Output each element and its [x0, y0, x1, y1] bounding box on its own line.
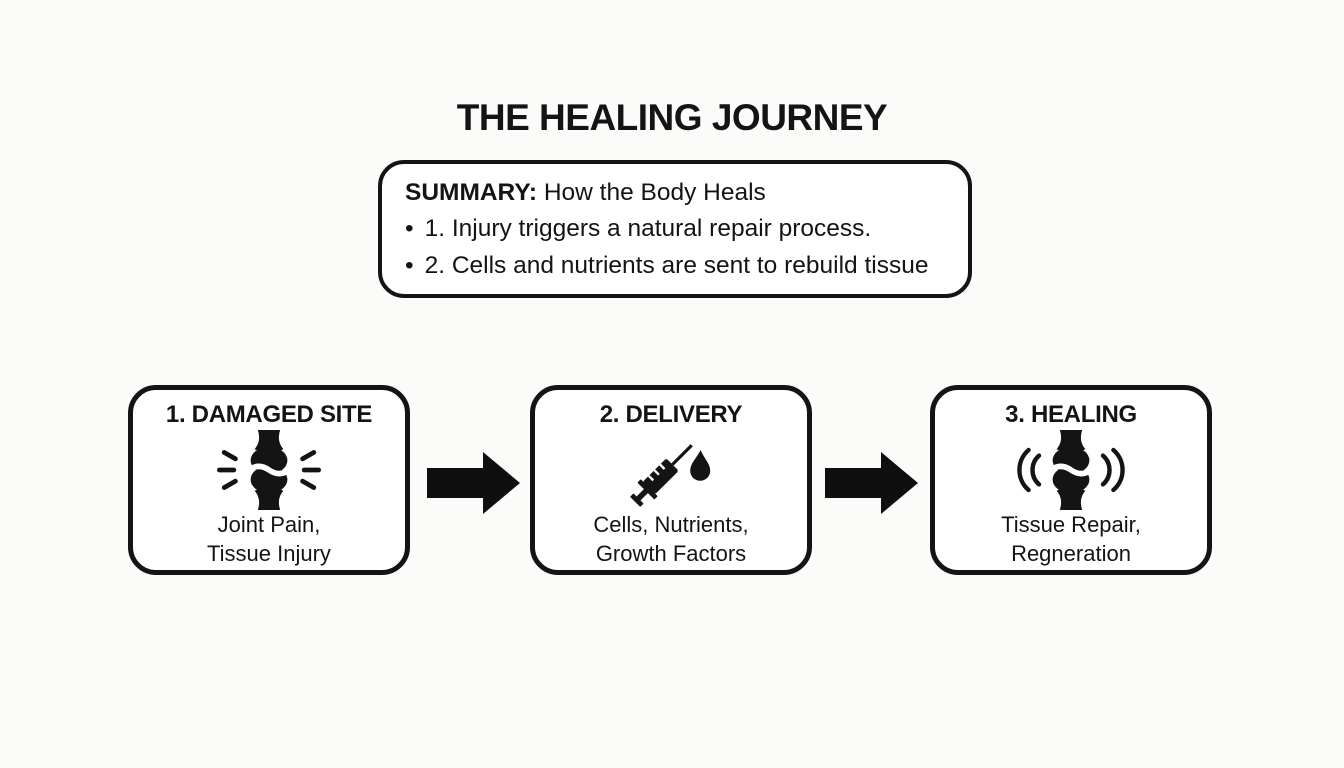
summary-label: SUMMARY:: [405, 179, 538, 206]
page-title: THE HEALING JOURNEY: [456, 97, 888, 138]
summary-bullet-2: • 2. Cells and nutrients are sent to reb…: [405, 248, 950, 285]
step-2-caption-line1: Cells, Nutrients,: [593, 512, 749, 537]
step-3-icon-area: [935, 430, 1207, 510]
arrow-right-icon: [427, 452, 520, 514]
bullet-icon: •: [405, 215, 414, 242]
step-1-caption-line2: Tissue Injury: [207, 541, 331, 566]
step-box-damaged-site: 1. DAMAGED SITE: [128, 385, 410, 575]
injured-joint-icon: [217, 430, 321, 510]
summary-heading-text: How the Body Heals: [543, 179, 766, 206]
step-2-caption: Cells, Nutrients, Growth Factors: [535, 510, 807, 568]
step-1-caption-line1: Joint Pain,: [217, 512, 321, 537]
healing-joint-icon: [1017, 430, 1125, 510]
step-3-caption-line2: Regneration: [1011, 541, 1131, 566]
step-2-title: 2. DELIVERY: [599, 401, 743, 428]
summary-heading: SUMMARY: How the Body Heals: [405, 175, 950, 211]
bullet-icon: •: [405, 251, 414, 279]
step-box-healing: 3. HEALING Tissue Repair,: [930, 385, 1212, 575]
syringe-drop-icon: [630, 444, 711, 507]
summary-bullet-1-text: 1. Injury triggers a natural repair proc…: [424, 215, 872, 242]
arrow-right-icon: [825, 452, 918, 514]
step-1-icon-area: [133, 430, 405, 510]
summary-bullet-list: • 1. Injury triggers a natural repair pr…: [405, 211, 950, 284]
summary-bullet-1: • 1. Injury triggers a natural repair pr…: [405, 211, 950, 248]
summary-bullet-2-text: 2. Cells and nutrients are sent to rebui…: [424, 251, 929, 279]
step-1-title: 1. DAMAGED SITE: [165, 401, 373, 428]
step-2-icon-area: [535, 430, 807, 510]
step-2-caption-line2: Growth Factors: [595, 541, 747, 566]
step-3-title: 3. HEALING: [1005, 401, 1137, 428]
step-3-caption-line1: Tissue Repair,: [1001, 512, 1141, 537]
step-3-caption: Tissue Repair, Regneration: [935, 510, 1207, 568]
summary-box: SUMMARY: How the Body Heals • 1. Injury …: [378, 160, 972, 298]
step-box-delivery: 2. DELIVERY: [530, 385, 812, 575]
step-1-caption: Joint Pain, Tissue Injury: [133, 510, 405, 568]
